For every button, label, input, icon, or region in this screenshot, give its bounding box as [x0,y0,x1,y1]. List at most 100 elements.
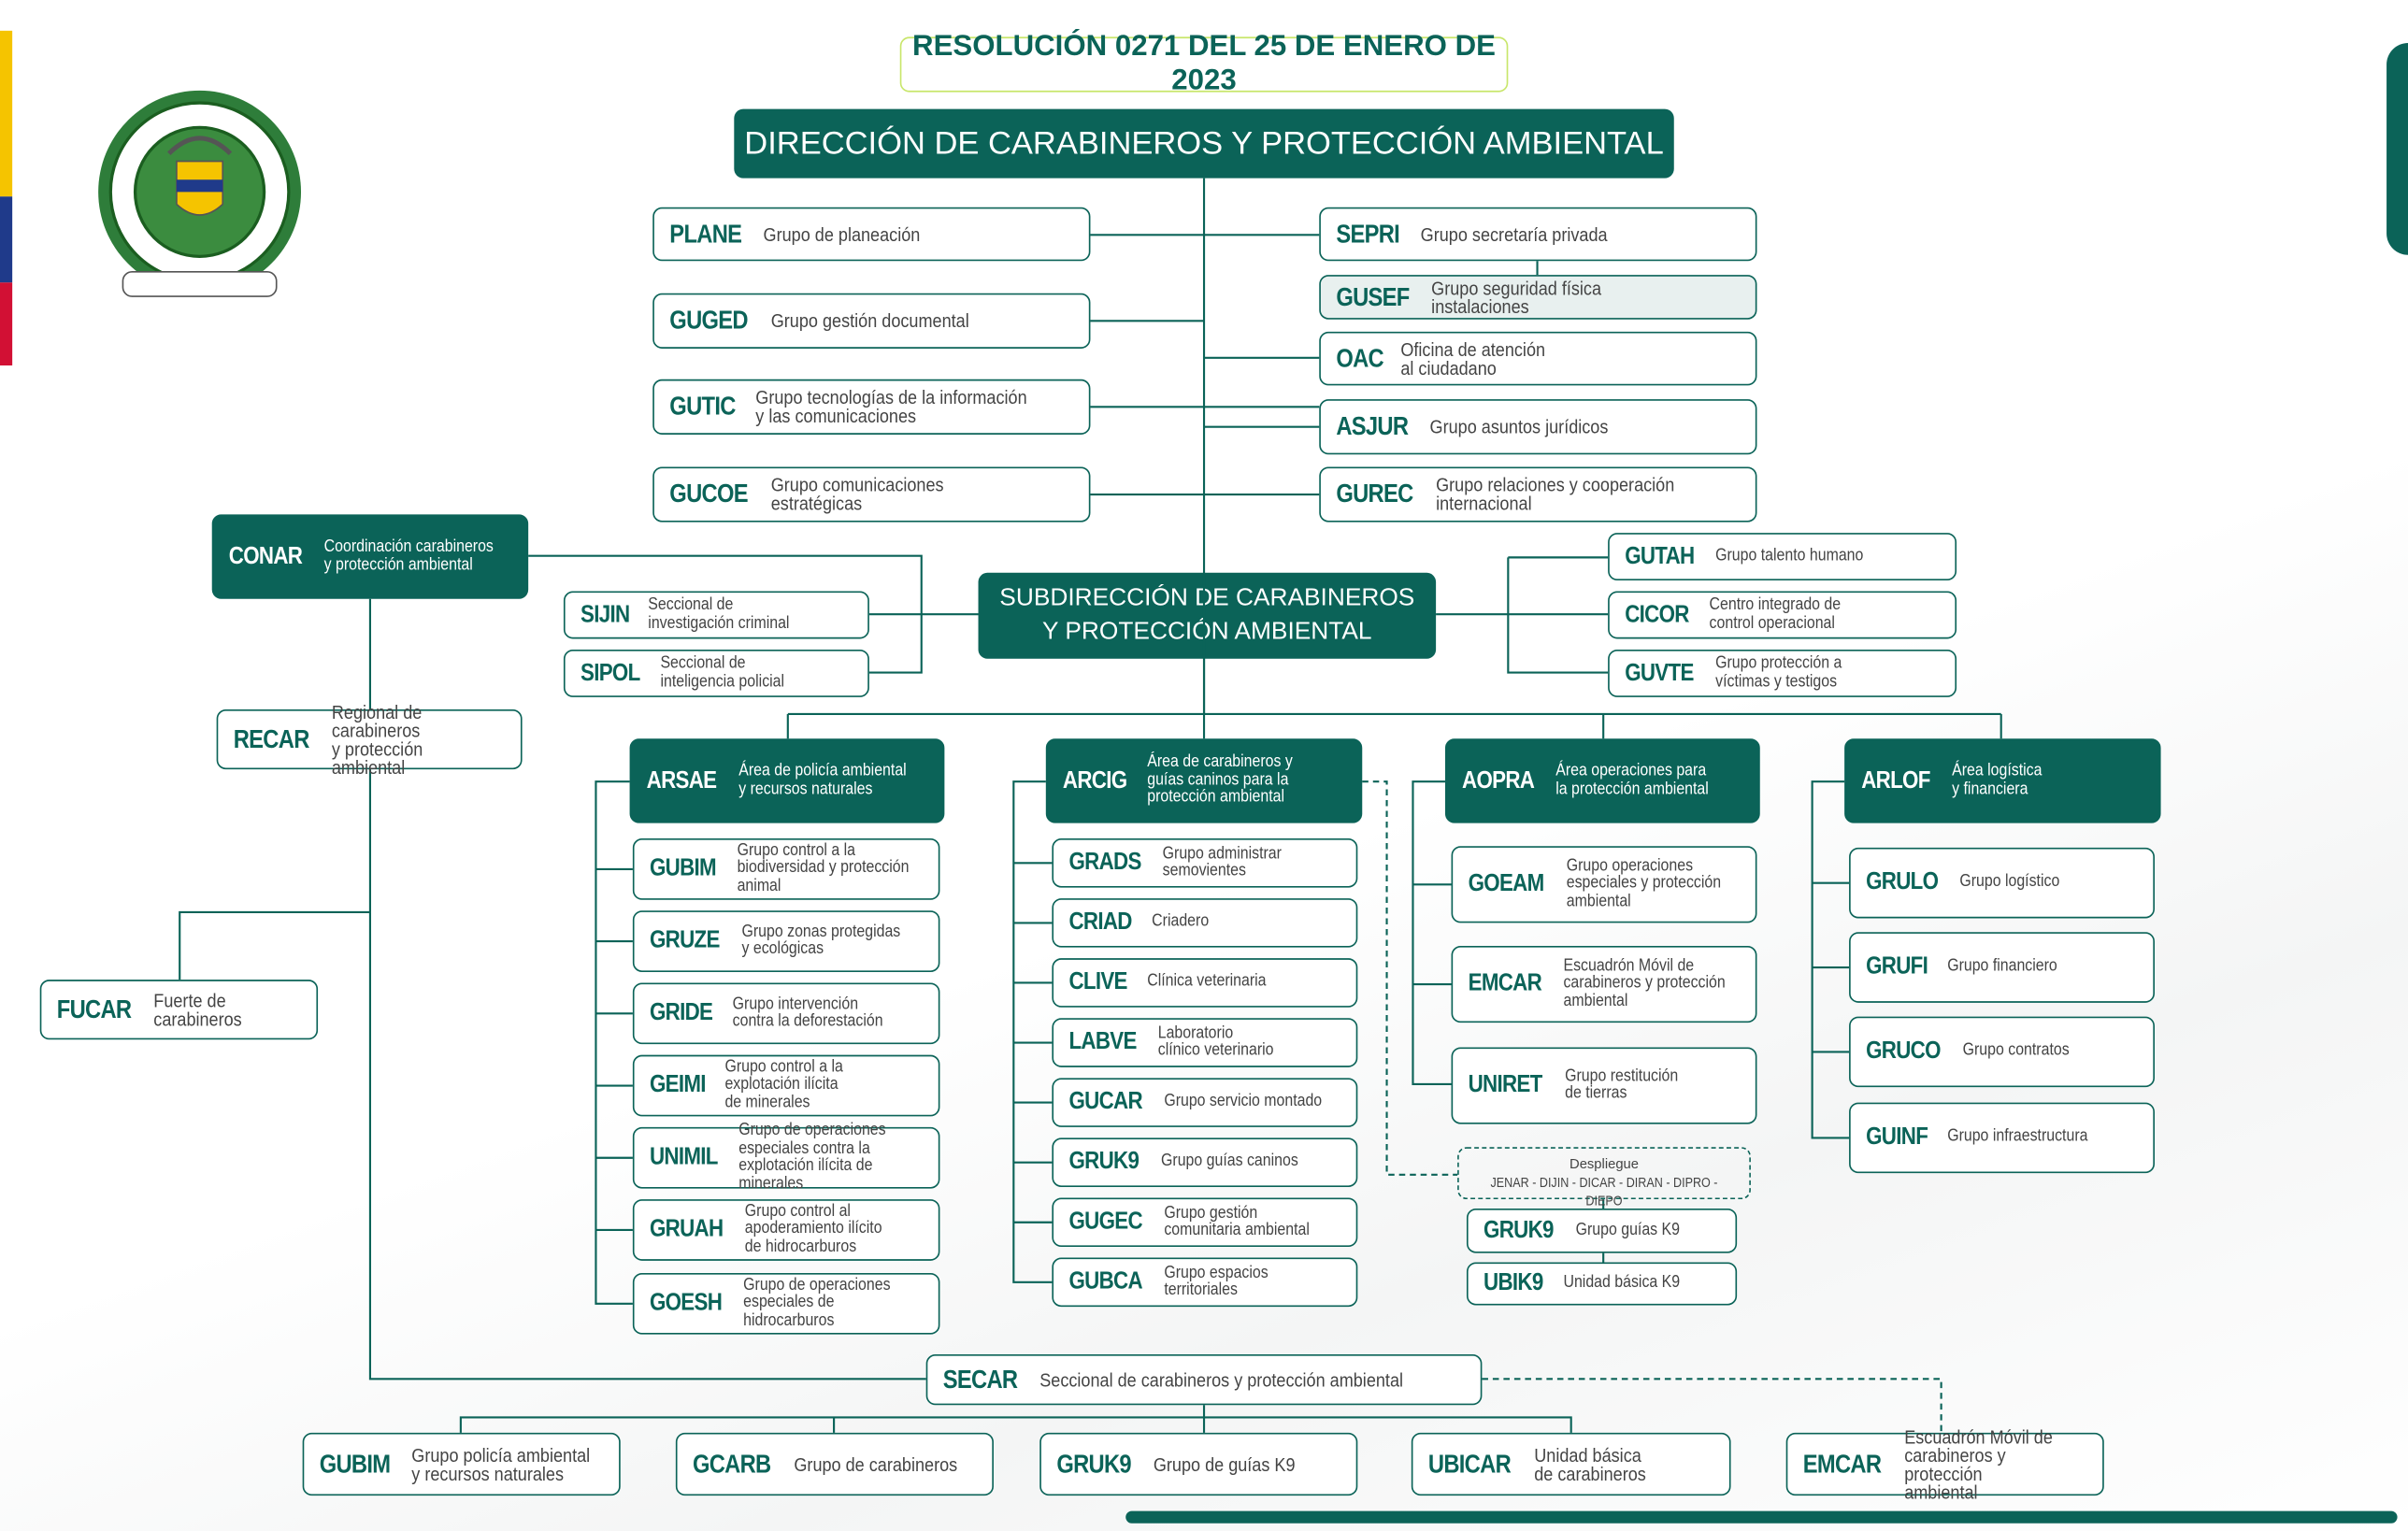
unit-description: Grupo de planeación [763,223,921,246]
unit-code: GOESH [649,1290,723,1316]
unit-code: GRUFI [1866,953,1928,980]
unit-code: GUGED [669,305,748,336]
unit-description: Grupo relaciones y cooperación internaci… [1435,474,1675,515]
unit-code: ARCIG [1062,766,1127,794]
unit-code: CONAR [228,542,303,569]
unit-code: CRIAD [1068,909,1132,936]
unit-code: GCARB [692,1449,771,1479]
unit-code: SIJIN [580,601,630,628]
unit-code: SEPRI [1336,219,1400,249]
unit-description: Grupo restitución de tierras [1564,1066,1678,1103]
subdirection-header: SUBDIRECCIÓN DE CARABINEROS Y PROTECCIÓN… [978,572,1437,659]
unit-description: Grupo secretaría privada [1419,223,1607,246]
unit-code: ASJUR [1336,411,1409,441]
unit-code: GUTIC [669,391,736,422]
unit-description: Unidad básica de carabineros [1534,1444,1647,1484]
unit-description: Clínica veterinaria [1146,972,1266,992]
unit-code: GUBCA [1068,1268,1142,1295]
unit-description: Seccional de inteligencia policial [659,653,784,691]
unit-code: GRADS [1068,849,1141,876]
unit-box-sijin: SIJIN Seccional de investigación criminal [563,591,869,639]
unit-code: GUCOE [669,479,748,508]
unit-code: GUREC [1336,479,1413,508]
unit-description: Grupo de carabineros [794,1453,957,1476]
unit-box-recar: RECAR Regional de carabineros y protecció… [216,702,523,777]
unit-description: Grupo policía ambiental y recursos natur… [411,1444,591,1484]
unit-description: Área operaciones para la protección ambi… [1555,761,1710,798]
unit-description: Grupo guías caninos [1160,1152,1298,1171]
unit-description: Grupo intervención contra la deforestaci… [732,994,883,1031]
unit-code: GUVTE [1625,659,1694,686]
unit-description: Seccional de carabineros y protección am… [1039,1368,1404,1391]
unit-code: GRUZE [649,927,720,954]
unit-box-sipol: SIPOL Seccional de inteligencia policial [563,649,869,697]
unit-code: GEIMI [649,1071,707,1098]
unit-description: Grupo contratos [1962,1041,2070,1061]
unit-code: LABVE [1068,1028,1137,1055]
unit-code: GRUK9 [1484,1216,1554,1243]
unit-description: Unidad básica K9 [1562,1273,1680,1293]
unit-description: Grupo seguridad física instalaciones [1431,277,1602,318]
unit-code: UBIK9 [1484,1269,1543,1296]
unit-description: Seccional de investigación criminal [647,595,789,633]
unit-description: Grupo talento humano [1715,546,1864,565]
flag-stripe-yellow [0,30,13,197]
unit-code: CLIVE [1068,968,1127,995]
unit-code: EMCAR [1802,1449,1882,1479]
unit-code: GRUCO [1866,1037,1941,1065]
unit-box-gcarb: GCARB Grupo de carabineros [675,1432,994,1496]
bottom-bar [1125,1510,2398,1524]
decorative-tab [2386,43,2408,255]
unit-code: GOEAM [1468,870,1545,897]
unit-description: Grupo control a la explotación ilícita d… [724,1057,843,1112]
unit-code: ARLOF [1861,766,1930,794]
unit-box-labve: LABVE Laboratorio clínico veterinario [1052,1018,1358,1067]
unit-code: UBICAR [1427,1449,1512,1479]
unit-description: Centro integrado de control operacional [1709,595,1842,633]
unit-box-gurec: GUREC Grupo relaciones y cooperación inte… [1319,466,1757,522]
unit-description: Grupo operaciones especiales y protecció… [1566,856,1721,910]
unit-code: EMCAR [1468,970,1542,997]
unit-box-gride: GRIDE Grupo intervención contra la defore… [632,982,940,1045]
unit-code: RECAR [233,723,310,753]
unit-code: GRIDE [649,999,713,1026]
resolution-title: RESOLUCIÓN 0271 DEL 25 DE ENERO DE 2023 [899,31,1509,97]
unit-description: Grupo gestión comunitaria ambiental [1164,1203,1311,1239]
unit-description: Laboratorio clínico veterinario [1157,1023,1274,1060]
unit-code: GRUK9 [1056,1449,1131,1479]
deployment-box: Despliegue JENAR - DIJIN - DICAR - DIRAN… [1457,1147,1751,1209]
unit-description: Escuadrón Móvil de carabineros y protecc… [1563,956,1727,1010]
unit-code: SIPOL [580,659,640,686]
unit-code: GUBIM [649,855,717,882]
unit-description: Regional de carabineros y protección amb… [331,700,423,779]
unit-description: Grupo guías K9 [1574,1220,1680,1239]
unit-description: Grupo de guías K9 [1153,1453,1296,1476]
unit-code: ARSAE [646,766,717,794]
unit-description: Coordinación carabineros y protección am… [323,537,494,574]
unit-description: Grupo de operaciones especiales de hidro… [743,1275,892,1330]
unit-description: Grupo control a la biodiversidad y prote… [737,840,910,895]
unit-code: GUCAR [1068,1088,1142,1115]
unit-code: GRUK9 [1068,1148,1140,1175]
unit-description: Grupo asuntos jurídicos [1429,416,1609,438]
direction-header: DIRECCIÓN DE CARABINEROS Y PROTECCIÓN AM… [734,108,1674,179]
